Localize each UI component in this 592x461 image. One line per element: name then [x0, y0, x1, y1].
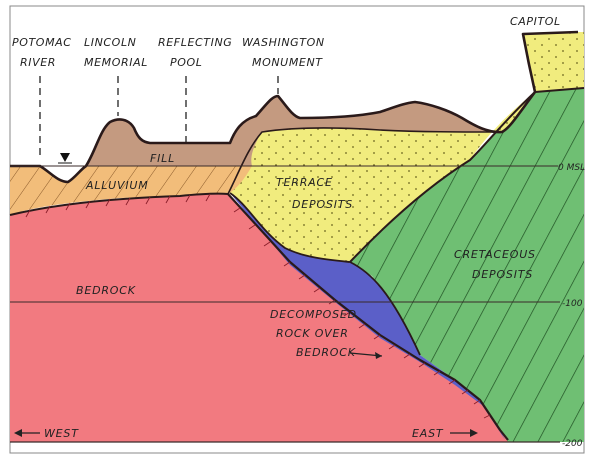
label-decomposed-line2: ROCK OVER [276, 327, 349, 340]
label-cretaceous-line1: CRETACEOUS [454, 248, 536, 261]
label-elev-0: 0 MSL [558, 163, 585, 173]
label-potomac-line1: POTOMAC [12, 36, 72, 49]
label-terrace-line2: DEPOSITS [292, 198, 353, 211]
label-decomposed-line3: BEDROCK [296, 346, 356, 359]
label-bedrock: BEDROCK [76, 284, 136, 297]
label-washington-line1: WASHINGTON [242, 36, 325, 49]
label-washington-line2: MONUMENT [252, 56, 323, 69]
label-west: WEST [44, 427, 79, 440]
label-lincoln-line1: LINCOLN [84, 36, 137, 49]
label-alluvium: ALLUVIUM [85, 179, 149, 192]
label-decomposed-line1: DECOMPOSED [270, 308, 357, 321]
label-terrace-line1: TERRACE [276, 176, 333, 189]
label-lincoln-line2: MEMORIAL [84, 56, 148, 69]
label-east: EAST [412, 427, 444, 440]
label-reflecting-line1: REFLECTING [158, 36, 232, 49]
label-elev-200: -200 [562, 439, 583, 449]
label-capitol: CAPITOL [510, 15, 561, 28]
label-cretaceous-line2: DEPOSITS [472, 268, 533, 281]
label-elev-100: -100 [562, 299, 583, 309]
label-reflecting-line2: POOL [170, 56, 202, 69]
label-fill: FILL [150, 152, 175, 165]
label-potomac-line2: RIVER [20, 56, 56, 69]
